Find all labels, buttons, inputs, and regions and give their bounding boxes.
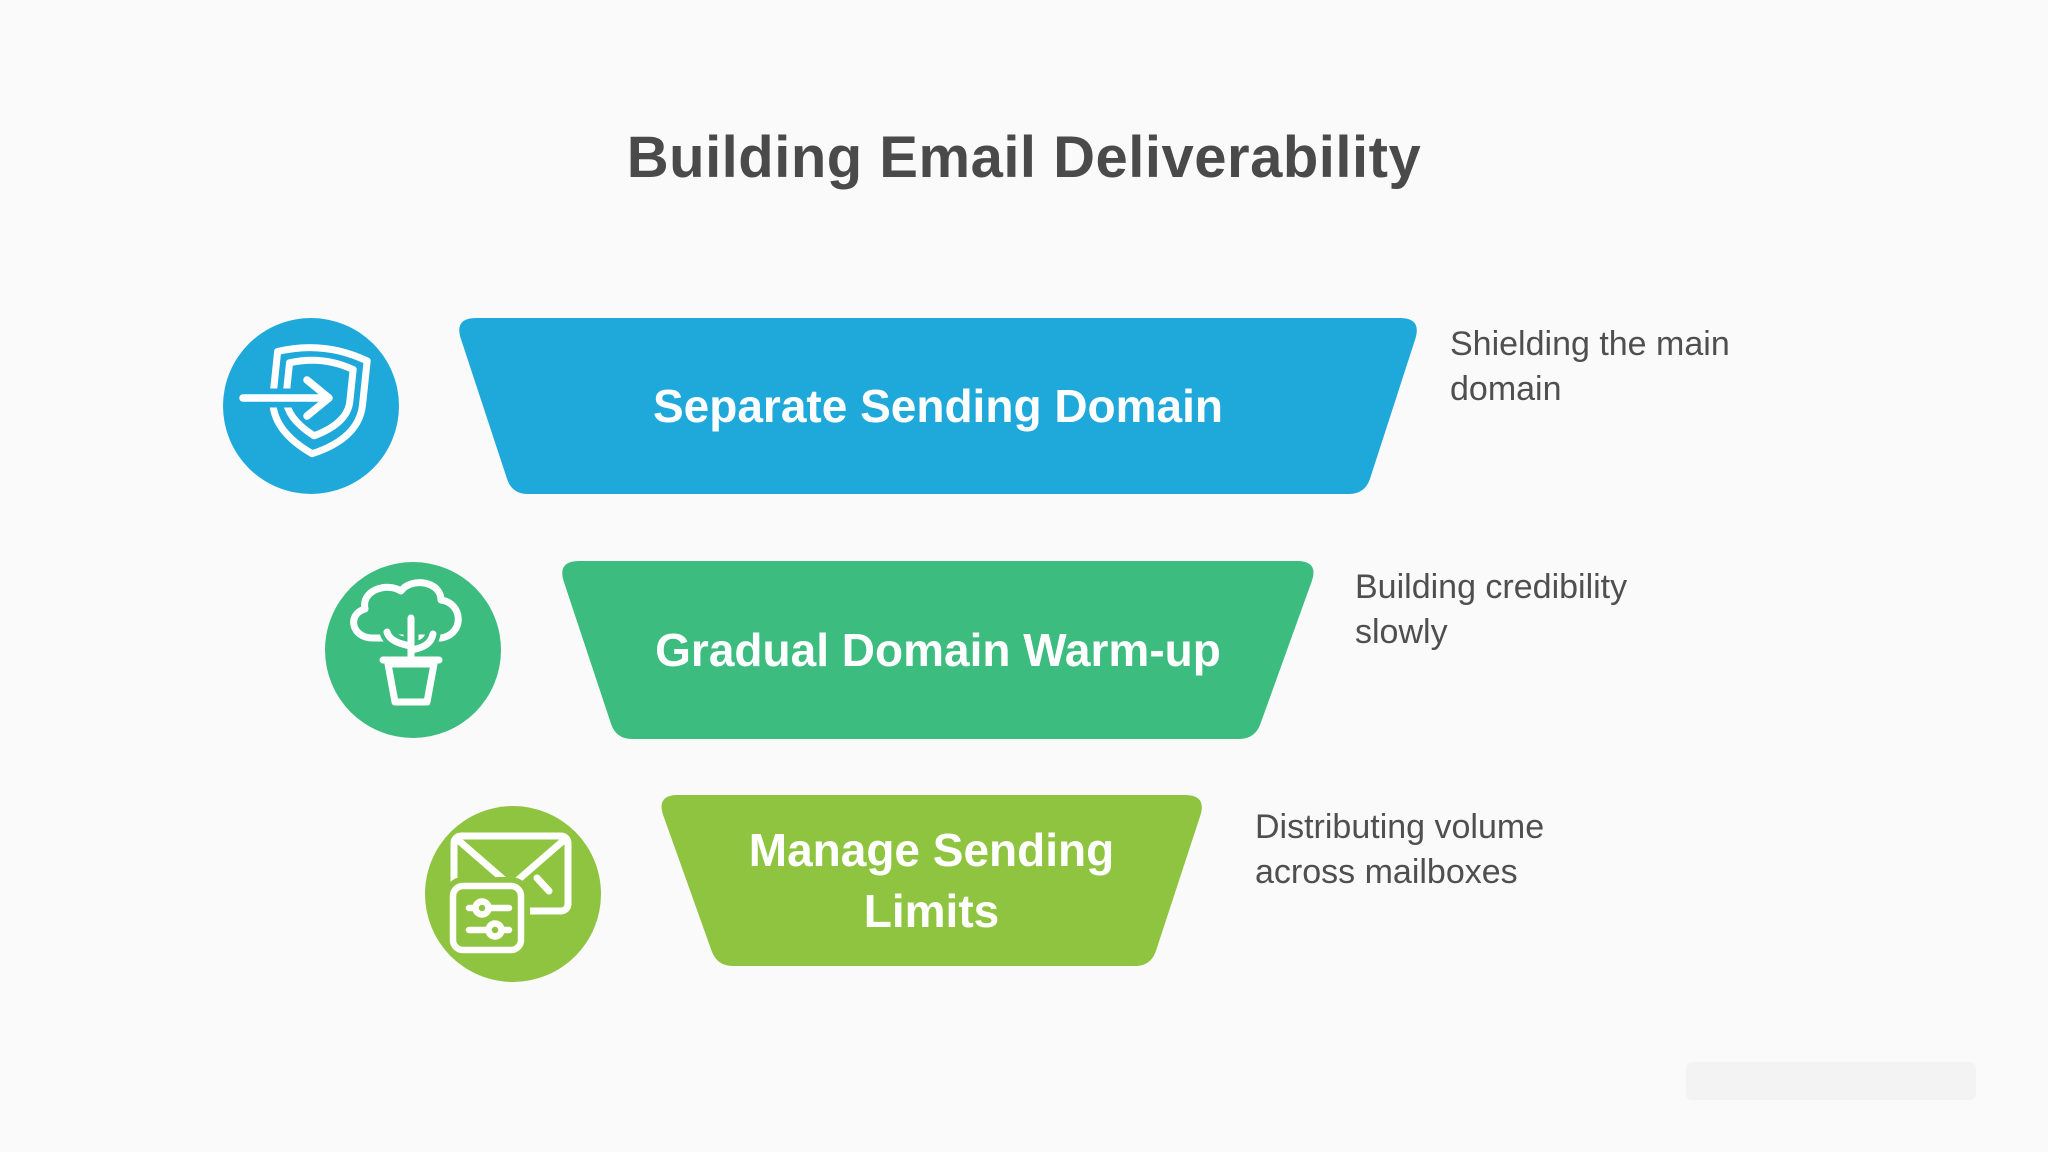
funnel-band-middle <box>562 561 1314 739</box>
band-label-text: Manage Sending Limits <box>748 823 1115 937</box>
shield-arrow-icon <box>223 318 399 494</box>
description-shielding-main-domain: Shielding the main domain <box>1450 325 1730 408</box>
funnel-band-bottom <box>661 795 1202 966</box>
band-label-separate-sending-domain: Separate Sending Domain <box>454 318 1422 494</box>
band-label-text: Separate Sending Domain <box>652 379 1223 432</box>
band-label-manage-sending-limits: Manage Sending Limits <box>656 795 1207 966</box>
funnel-band-top <box>459 318 1417 494</box>
band-label-text: Gradual Domain Warm-up <box>655 623 1221 676</box>
page-title: Building Email Deliverability <box>626 125 1422 190</box>
band-label-gradual-domain-warm-up: Gradual Domain Warm-up <box>557 561 1319 739</box>
description-distributing-volume: Distributing volume across mailboxes <box>1255 808 1545 891</box>
potted-tree-icon <box>325 562 501 738</box>
description-building-credibility: Building credibility slowly <box>1355 568 1628 651</box>
faint-watermark-logo <box>1686 1062 1976 1100</box>
mail-settings-icon <box>425 806 601 982</box>
